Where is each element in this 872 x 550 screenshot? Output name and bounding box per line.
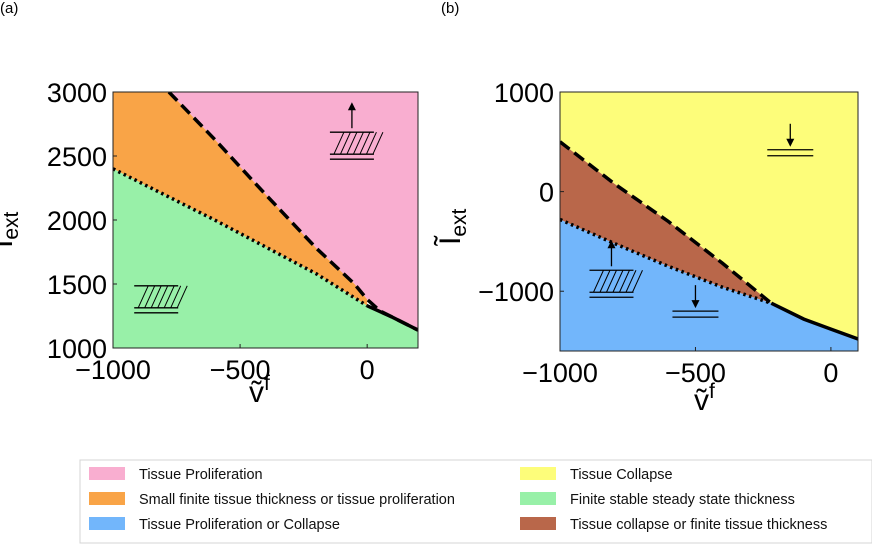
ytick-label: 0 — [539, 178, 554, 208]
legend-swatch — [520, 492, 556, 505]
region-upper-b — [560, 92, 858, 339]
xlabel-b: ṽf — [694, 380, 715, 417]
legend-item: Tissue Proliferation or Collapse — [89, 517, 340, 533]
ytick-label: 1500 — [47, 270, 107, 300]
ytick-label: 2000 — [47, 206, 107, 236]
xtick-label: −1000 — [522, 358, 598, 388]
ytick-label: −1000 — [478, 277, 554, 307]
legend-label: Small finite tissue thickness or tissue … — [139, 492, 455, 508]
panel-label-a: (a) — [0, 0, 18, 17]
region-lower-b — [560, 219, 858, 351]
legend-swatch — [520, 517, 556, 530]
panel-label-b: (b) — [441, 0, 459, 17]
ytick-label: 2500 — [47, 142, 107, 172]
boundary-solid-a — [366, 304, 418, 332]
legend-label: Tissue Proliferation — [139, 467, 263, 483]
legend-item: Small finite tissue thickness or tissue … — [89, 492, 455, 508]
down-arrow-lines-icon — [672, 285, 719, 318]
legend-item: Tissue collapse or finite tissue thickne… — [520, 517, 827, 533]
ytick-label: 3000 — [47, 78, 107, 108]
plot-frame-b — [559, 91, 859, 352]
legend-item: Tissue Proliferation — [89, 467, 263, 483]
xtick-label: −500 — [665, 358, 726, 388]
boundary-solid-b — [770, 301, 858, 341]
region-middle-a — [113, 92, 368, 306]
chart-b: −1000 −500 0 −1000 0 1000 ṽf Ĩext — [433, 78, 859, 417]
legend-swatch — [89, 492, 125, 505]
xtick-label: −500 — [210, 355, 271, 385]
legend-swatch — [89, 517, 125, 530]
ytick-label: 1000 — [494, 78, 554, 108]
region-lower-a — [113, 168, 418, 348]
hatched-icon — [134, 285, 188, 314]
legend-swatch — [520, 467, 556, 480]
legend-frame — [79, 459, 872, 544]
legend-label: Tissue Proliferation or Collapse — [139, 517, 340, 533]
hatched-up-arrow-icon — [589, 240, 643, 298]
legend-item: Tissue Collapse — [520, 467, 673, 483]
xtick-label: 0 — [360, 355, 375, 385]
boundary-dashed-a — [167, 92, 418, 332]
hatched-up-arrow-icon — [329, 102, 384, 160]
xtick-label: −1000 — [75, 355, 151, 385]
legend-label: Tissue collapse or finite tissue thickne… — [570, 517, 827, 533]
legend-label: Tissue Collapse — [570, 467, 673, 483]
legend-swatch — [89, 467, 125, 480]
xtick-label: 0 — [823, 358, 838, 388]
ytick-label: 1000 — [47, 334, 107, 364]
ylabel-a: Ĩext — [0, 211, 23, 250]
legend-label: Finite stable steady state thickness — [570, 492, 795, 508]
boundary-dashed-b — [560, 140, 773, 305]
legend-item: Finite stable steady state thickness — [520, 492, 795, 508]
xlabel-a: ṽf — [249, 372, 270, 409]
region-middle-b — [560, 141, 772, 304]
boundary-dotted-b — [560, 217, 772, 305]
down-arrow-lines-icon — [767, 123, 814, 157]
ylabel-b: Ĩext — [433, 208, 471, 247]
chart-a: −1000 −500 0 1000 1500 2000 2500 3000 ṽf Ĩext — [0, 78, 419, 409]
